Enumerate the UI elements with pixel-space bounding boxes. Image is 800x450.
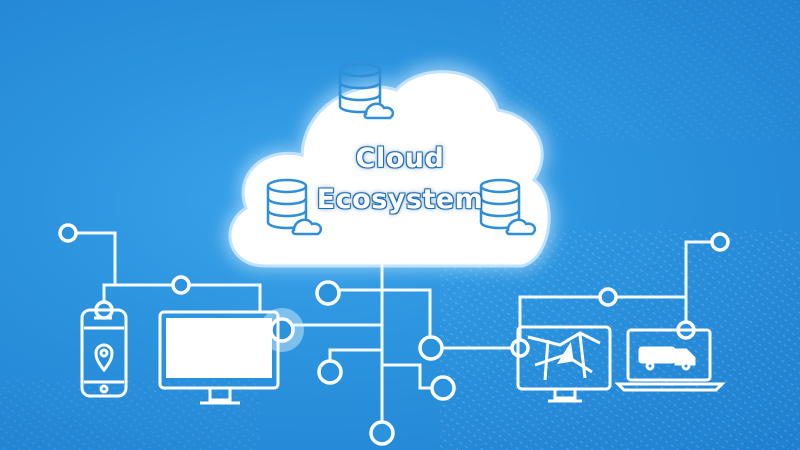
database-cloud-icon xyxy=(266,178,323,236)
smartphone-location-icon xyxy=(80,308,128,398)
database-cloud-icon xyxy=(479,178,537,236)
desktop-monitor-icon xyxy=(158,310,280,405)
cloud-title-line1: Cloud xyxy=(355,143,445,174)
database-cloud-icon xyxy=(338,62,395,120)
network-lines xyxy=(66,231,722,434)
monitor-map-navigation-icon xyxy=(516,325,612,403)
cloud-title-line2: Ecosystem xyxy=(316,184,484,215)
laptop-truck-icon xyxy=(614,328,726,392)
